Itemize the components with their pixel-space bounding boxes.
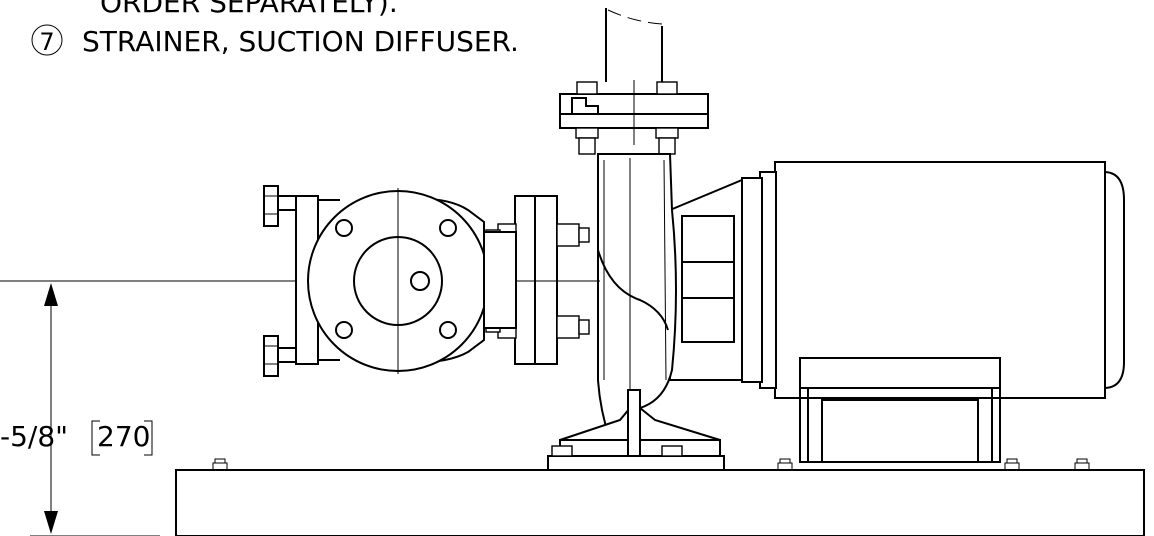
bolt-hole-upper-right bbox=[439, 219, 457, 237]
motor-foot-legs bbox=[799, 388, 1001, 463]
dimension-arrow-up bbox=[44, 283, 58, 306]
diffuser-back-edges bbox=[318, 199, 340, 361]
motor-foot-top bbox=[799, 357, 1001, 389]
pedestal-nut-left bbox=[551, 445, 573, 457]
flange-nut-bottom-left bbox=[578, 137, 596, 155]
suction-flange-left bbox=[514, 195, 536, 365]
flange-nut-top-right bbox=[656, 81, 678, 95]
flange-nut-bottom-right bbox=[658, 137, 676, 155]
motor-face bbox=[741, 177, 763, 383]
bracket-right bbox=[144, 420, 153, 456]
pipe-break-line bbox=[607, 9, 663, 25]
motor-foot-cutout bbox=[821, 399, 979, 462]
dimension-arrow-down bbox=[44, 511, 58, 534]
bracket-left bbox=[91, 420, 100, 456]
note-7-number: 7 bbox=[39, 28, 54, 56]
lower-handwheel bbox=[263, 335, 279, 377]
upper-handwheel-stem bbox=[277, 195, 297, 211]
note-6-partial-text: ORDER SEPARATELY). bbox=[100, 0, 398, 19]
pump-casing bbox=[547, 153, 725, 471]
pump-pedestal-rib bbox=[627, 389, 641, 457]
bolt-hole-upper-left bbox=[335, 219, 353, 237]
suction-bolt-end-lower-right bbox=[578, 319, 590, 335]
flange-nut-top-left bbox=[576, 81, 598, 95]
discharge-pipe bbox=[605, 8, 663, 82]
bolt-hole-lower-right bbox=[439, 321, 457, 339]
lower-handwheel-stem bbox=[277, 347, 297, 363]
pedestal-nut-right bbox=[661, 445, 683, 457]
gauge-tap bbox=[571, 97, 599, 115]
base-bolts bbox=[212, 458, 1090, 471]
diffuser-neck bbox=[483, 231, 517, 329]
note-7-circle bbox=[31, 24, 63, 56]
motor-foot-inner bbox=[807, 388, 993, 462]
suction-bolt-end-upper-right bbox=[578, 227, 590, 243]
flange-washer-bottom-right bbox=[655, 127, 679, 139]
diffuser-drain-hole bbox=[410, 271, 430, 291]
pump-pedestal-base bbox=[547, 455, 725, 471]
motor bbox=[669, 161, 1125, 463]
motor-adapter bbox=[669, 178, 743, 381]
notes-block: ORDER SEPARATELY). 7 STRAINER, SUCTION D… bbox=[31, 0, 519, 58]
upper-handwheel bbox=[263, 185, 279, 227]
suction-flange-right bbox=[534, 195, 558, 365]
bolt-hole-lower-left bbox=[335, 321, 353, 339]
volute-curve bbox=[597, 249, 669, 331]
dimension-bracket-value: 270 bbox=[97, 420, 150, 453]
adapter-window-3 bbox=[681, 297, 735, 343]
base-plate-outline bbox=[175, 469, 1145, 536]
volute-inner-lines bbox=[603, 159, 667, 381]
note-7-text: STRAINER, SUCTION DIFFUSER. bbox=[82, 25, 519, 58]
discharge-flange bbox=[559, 80, 709, 155]
pump-volute bbox=[597, 153, 677, 441]
suction-bolt-nut-upper-right bbox=[556, 223, 580, 247]
flange-washer-bottom-left bbox=[575, 127, 599, 139]
suction-diffuser bbox=[263, 185, 517, 377]
suction-bolt-nut-lower-right bbox=[556, 315, 580, 339]
motor-end-cap bbox=[1103, 170, 1125, 390]
dimension-label: -5/8" bbox=[0, 420, 68, 453]
